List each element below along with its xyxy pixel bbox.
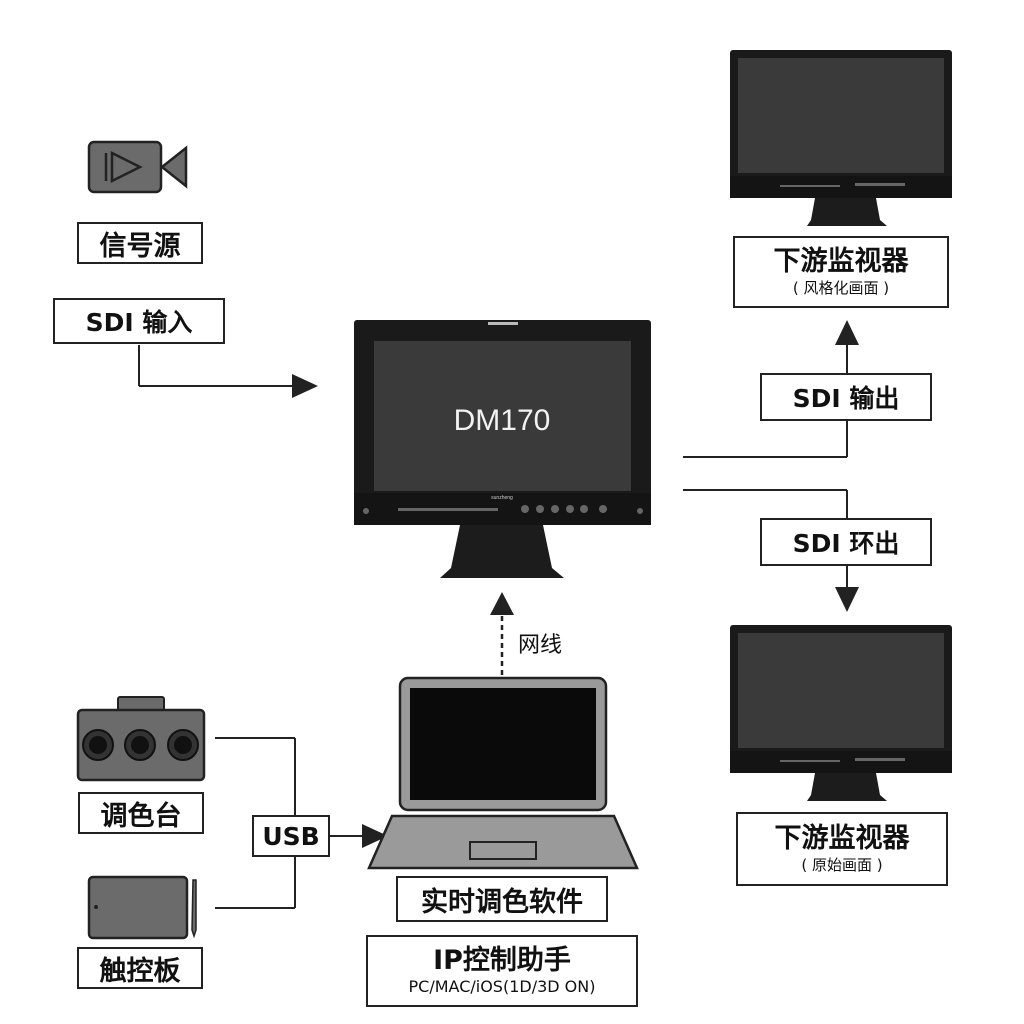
downstream-styled-box: 下游监视器 ( 风格化画面 ) — [733, 236, 949, 308]
usb-label: USB — [262, 821, 320, 851]
tablet-label: 触控板 — [99, 955, 181, 987]
source-label: 信号源 — [99, 230, 181, 262]
source-label-box: 信号源 — [77, 222, 203, 264]
network-arrow-head — [490, 592, 514, 615]
usb-arrow-head — [362, 824, 388, 848]
downstream-original-box: 下游监视器 ( 原始画面 ) — [736, 812, 948, 886]
ip-assistant-box: IP控制助手 PC/MAC/iOS(1D/3D ON) — [366, 935, 638, 1007]
laptop-label: 实时调色软件 — [421, 886, 583, 918]
loop-out-box: SDI 环出 — [760, 518, 932, 566]
downstream-original-subtitle: ( 原始画面 ) — [801, 856, 883, 874]
laptop-label-box: 实时调色软件 — [396, 876, 608, 922]
downstream-original-title: 下游监视器 — [774, 823, 910, 854]
downstream-styled-title: 下游监视器 — [773, 246, 909, 277]
loop-out-label: SDI 环出 — [792, 529, 900, 558]
loop-out-arrow-head — [835, 587, 859, 612]
usb-box: USB — [252, 815, 330, 857]
panel-label-box: 调色台 — [78, 792, 204, 834]
sdi-input-box: SDI 输入 — [53, 298, 225, 344]
downstream-styled-subtitle: ( 风格化画面 ) — [792, 279, 890, 297]
sdi-out-label: SDI 输出 — [792, 384, 900, 413]
ip-assistant-platforms: PC/MAC/iOS(1D/3D ON) — [408, 977, 596, 996]
ip-assistant-title: IP控制助手 — [433, 945, 571, 976]
sdi-input-label: SDI 输入 — [85, 308, 193, 337]
source-arrow-head — [292, 374, 318, 398]
sdi-out-box: SDI 输出 — [760, 373, 932, 421]
sdi-out-arrow-head — [835, 320, 859, 345]
tablet-label-box: 触控板 — [77, 947, 203, 989]
network-label: 网线 — [518, 633, 563, 658]
panel-label: 调色台 — [100, 800, 182, 832]
